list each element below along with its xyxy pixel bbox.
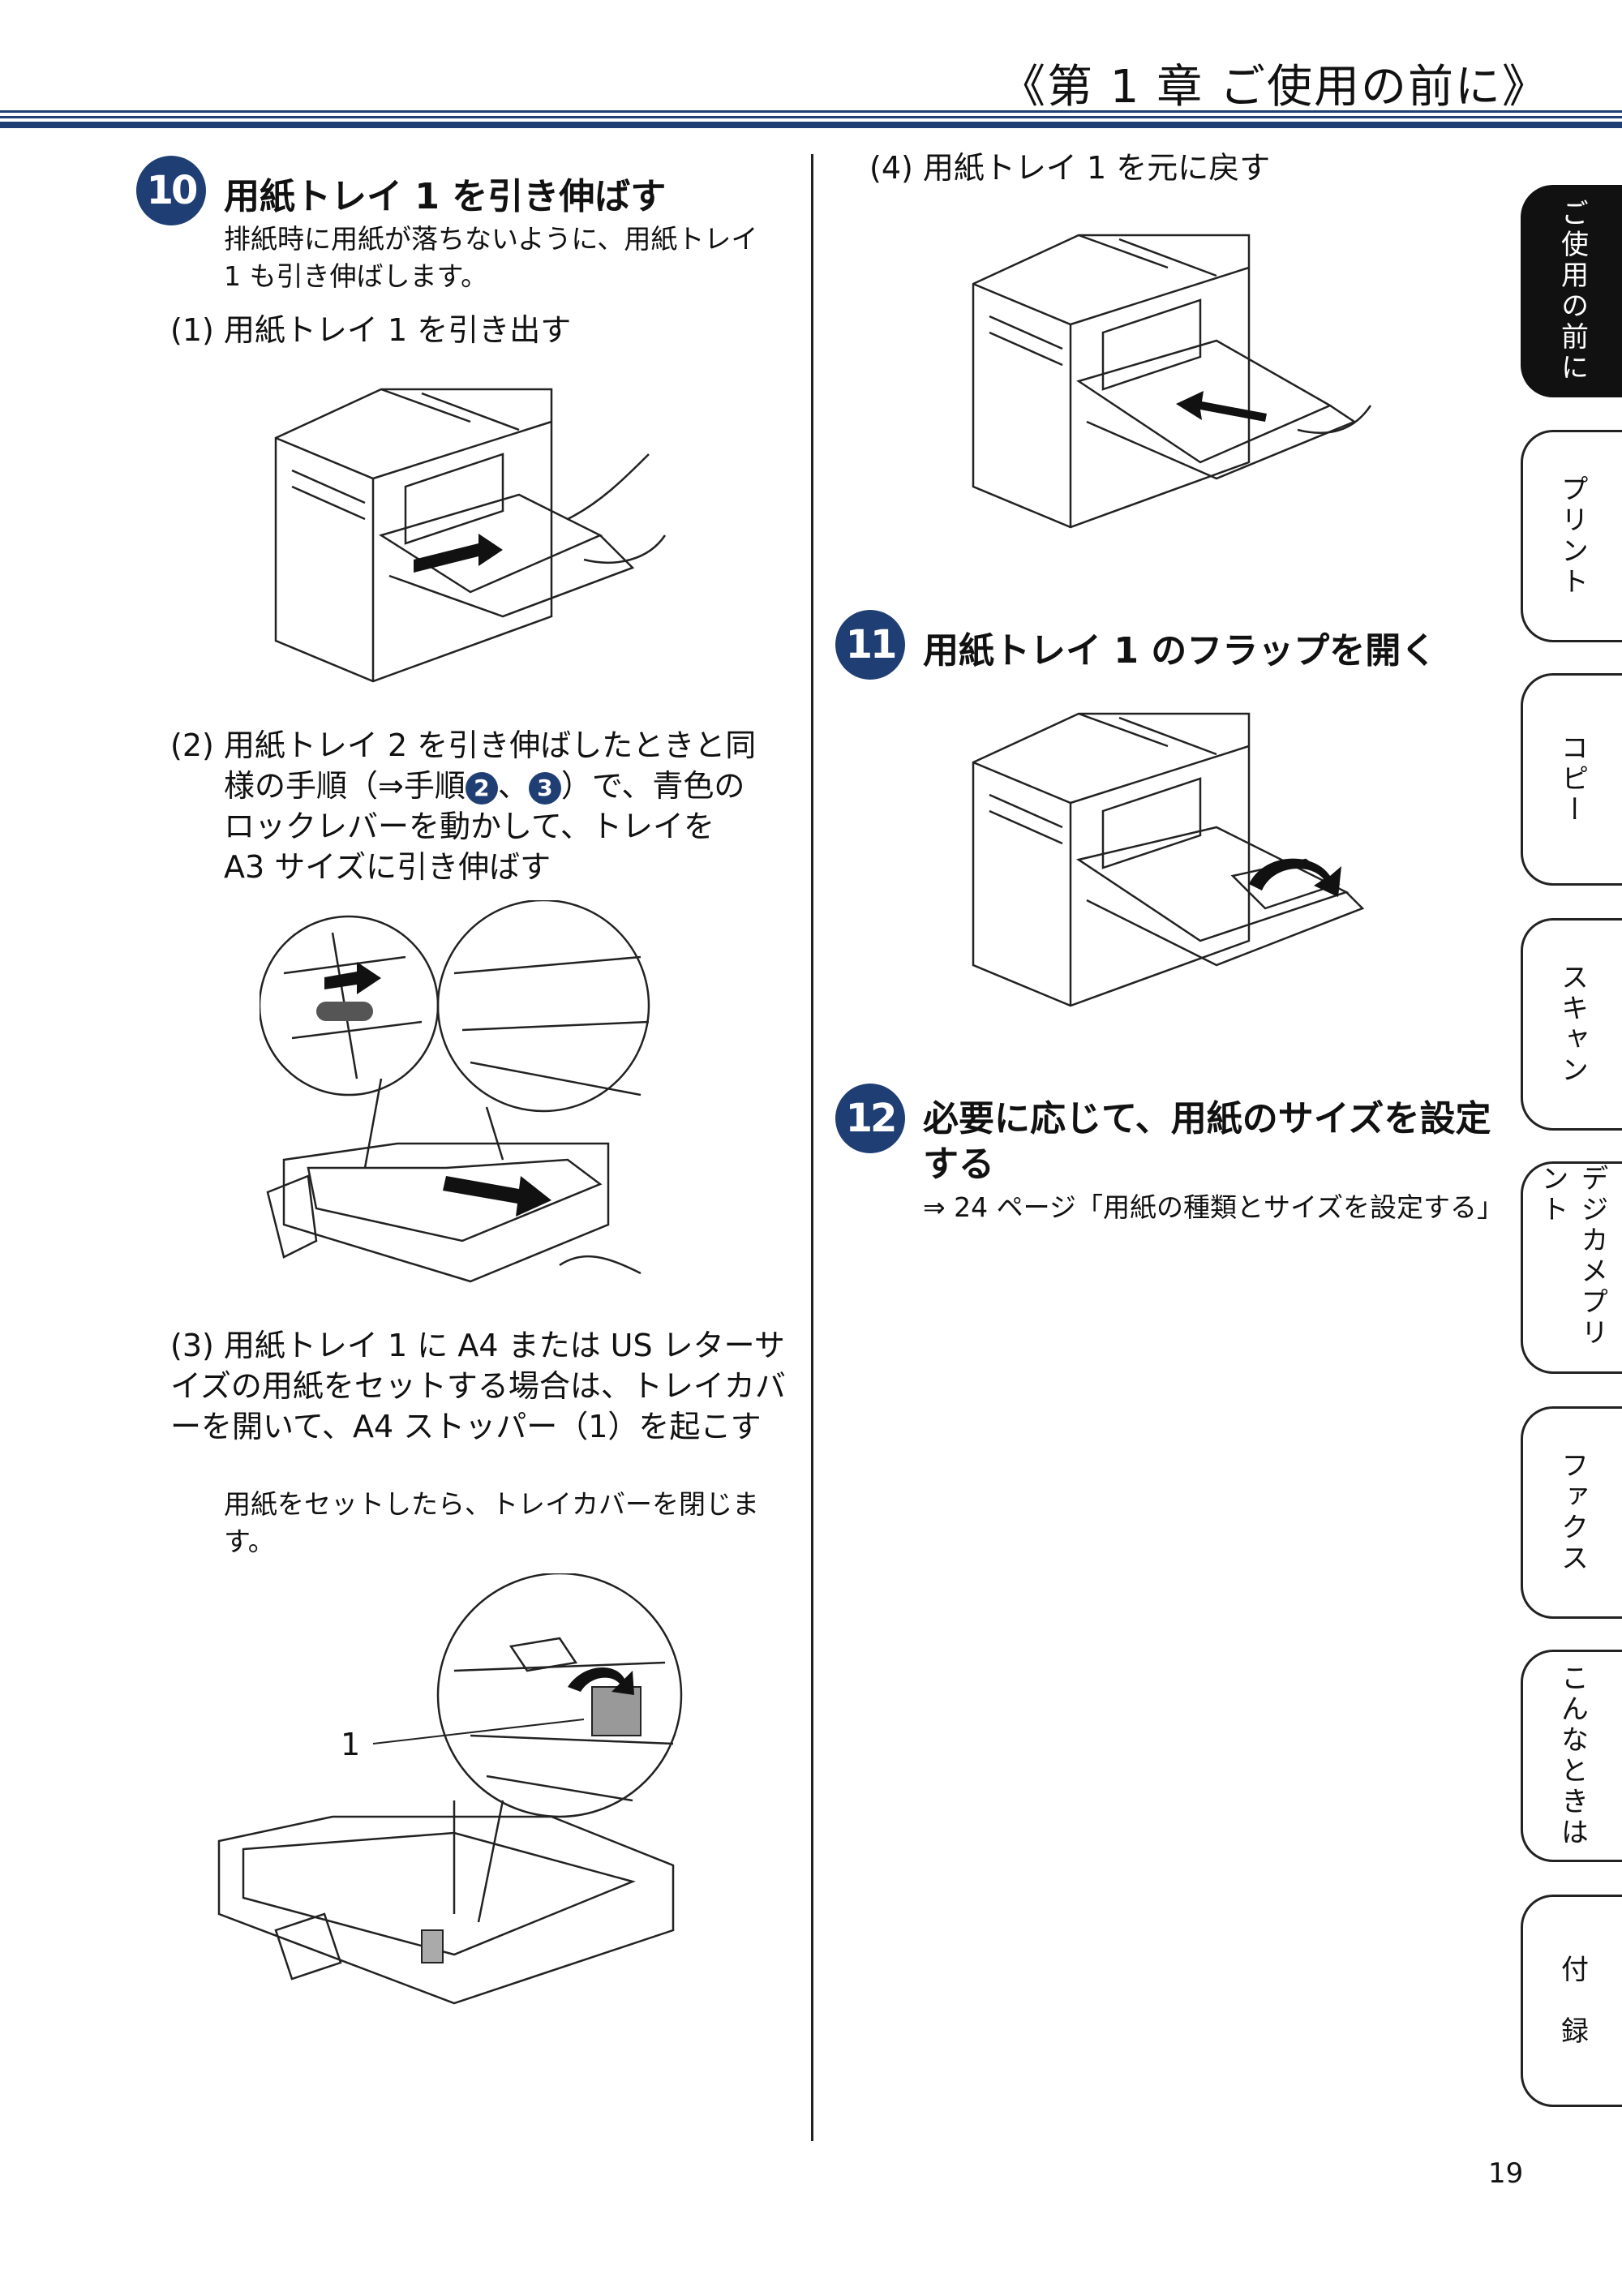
header-rule-thin [0,110,1622,113]
step-10-sub-2-text-c: ）で、青色の [560,768,745,804]
step-10-sub-2-line3: ロックレバーを動かして、トレイを [224,809,714,844]
column-divider [811,154,813,2141]
step-2-mini-badge: 2 [465,771,498,805]
a4-stopper-illustration [217,1573,683,2005]
page-number: 19 [1488,2157,1524,2190]
tab-troubleshooting[interactable]: こんなときは [1521,1650,1622,1862]
tab-print[interactable]: プリント [1521,430,1622,642]
printer-tray-push-back-illustration [972,234,1372,529]
step-10-title: 用紙トレイ 1 を引き伸ばす [224,176,667,217]
tab-copy[interactable]: コピー [1521,673,1622,886]
callout-label-1: 1 [341,1727,361,1762]
step-3-mini-badge: 3 [528,771,561,805]
step-11-title: 用紙トレイ 1 のフラップを開く [923,630,1437,672]
step-10-sub-3-desc: 用紙をセットしたら、トレイカバーを閉じます。 [224,1488,759,1557]
step-10-sub-2-line4: A3 サイズに引き伸ばす [224,849,551,885]
step-10-sub-2-text-b: 様の手順（⇒手順 [224,768,466,804]
step-10-desc: 排紙時に用紙が落ちないように、用紙トレイ 1 も引き伸ばします。 [224,223,758,292]
chapter-heading: 《第 1 章 ご使用の前に》 [999,61,1549,114]
tab-label: プリント [1555,474,1589,598]
tab-appendix[interactable]: 付 録 [1521,1895,1622,2107]
step-10-badge: 10 [136,156,206,225]
step-10-sub-4: (4) 用紙トレイ 1 を元に戻す [869,150,1271,186]
step-12-badge: 12 [835,1084,905,1153]
tab-fax[interactable]: ファクス [1521,1406,1622,1619]
tab-label: 付 録 [1555,1955,1589,2047]
tab-getting-started[interactable]: ご使用の前に [1521,185,1622,397]
step-10-sub-2-line1: (2) 用紙トレイ 2 を引き伸ばしたときと同 [170,727,757,763]
step-12-ref-link[interactable]: ⇒ 24 ページ「用紙の種類とサイズを設定する」 [923,1191,1504,1223]
step-10-sub-2-sep: 、 [497,768,529,804]
tab-photo-print[interactable]: デジカメプリント [1521,1161,1622,1374]
step-10-sub-1: (1) 用紙トレイ 1 を引き出す [170,312,572,348]
header-rule-thick [0,122,1622,128]
tab-label: デジカメプリント [1536,1164,1608,1349]
tab-scan[interactable]: スキャン [1521,918,1622,1131]
printer-tray-pull-out-illustration [274,388,667,683]
tab-label: ご使用の前に [1555,199,1589,384]
tab-label: スキャン [1555,963,1589,1086]
header-rule-thin-2 [0,116,1622,118]
step-10-sub-3: (3) 用紙トレイ 1 に A4 または US レターサイズの用紙をセットする場… [170,1328,786,1444]
lock-lever-illustration [260,900,650,1283]
tab-label: こんなときは [1555,1663,1589,1848]
step-11-badge: 11 [835,610,905,680]
tray-flap-open-illustration [972,712,1365,1007]
tab-label: ファクス [1555,1451,1589,1574]
step-12-title: 必要に応じて、用紙のサイズを設定する [923,1098,1491,1185]
tab-label: コピー [1555,733,1589,826]
